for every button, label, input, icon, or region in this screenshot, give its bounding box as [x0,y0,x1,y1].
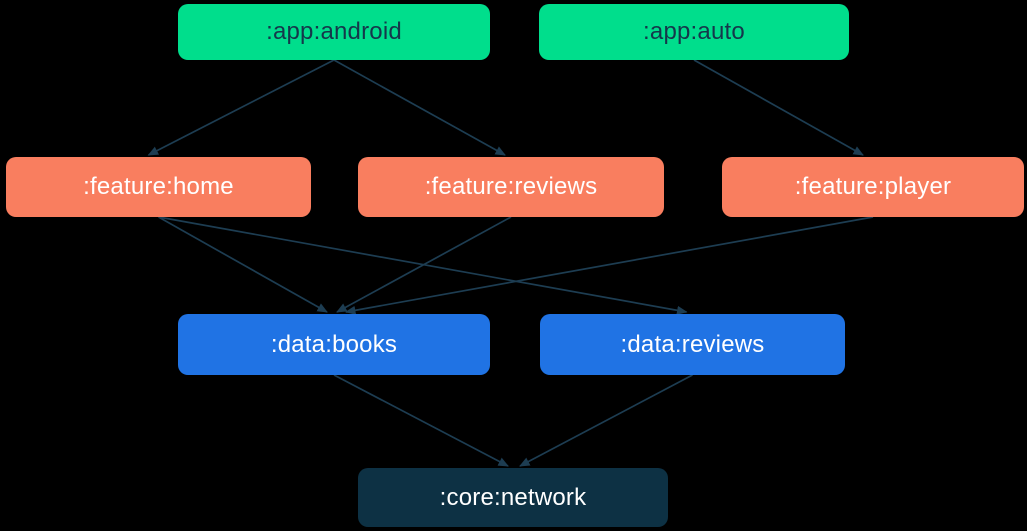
node-data-reviews: :data:reviews [540,314,845,375]
node-label: :app:android [266,18,402,45]
node-label: :feature:reviews [424,173,598,200]
node-app-android: :app:android [178,4,490,60]
node-label: :core:network [439,483,587,511]
edge-app-android-to-feature-reviews [333,59,506,156]
node-feature-home: :feature:home [6,157,311,217]
edge-data-reviews-to-core-network [519,374,693,467]
node-label: :feature:player [794,173,952,200]
edge-data-books-to-core-network [333,374,509,467]
edge-app-android-to-feature-home [147,59,335,156]
edge-feature-reviews-to-data-books [336,216,512,313]
edge-feature-home-to-data-books [158,216,328,313]
edge-app-auto-to-feature-player [693,59,864,156]
node-data-books: :data:books [178,314,490,375]
node-label: :feature:home [83,173,234,200]
node-label: :data:books [270,330,398,358]
node-app-auto: :app:auto [539,4,849,60]
node-feature-reviews: :feature:reviews [358,157,664,217]
node-feature-player: :feature:player [722,157,1024,217]
edge-feature-player-to-data-books [345,216,874,315]
node-label: :app:auto [643,18,745,45]
node-core-network: :core:network [358,468,668,527]
node-label: :data:reviews [620,330,765,358]
